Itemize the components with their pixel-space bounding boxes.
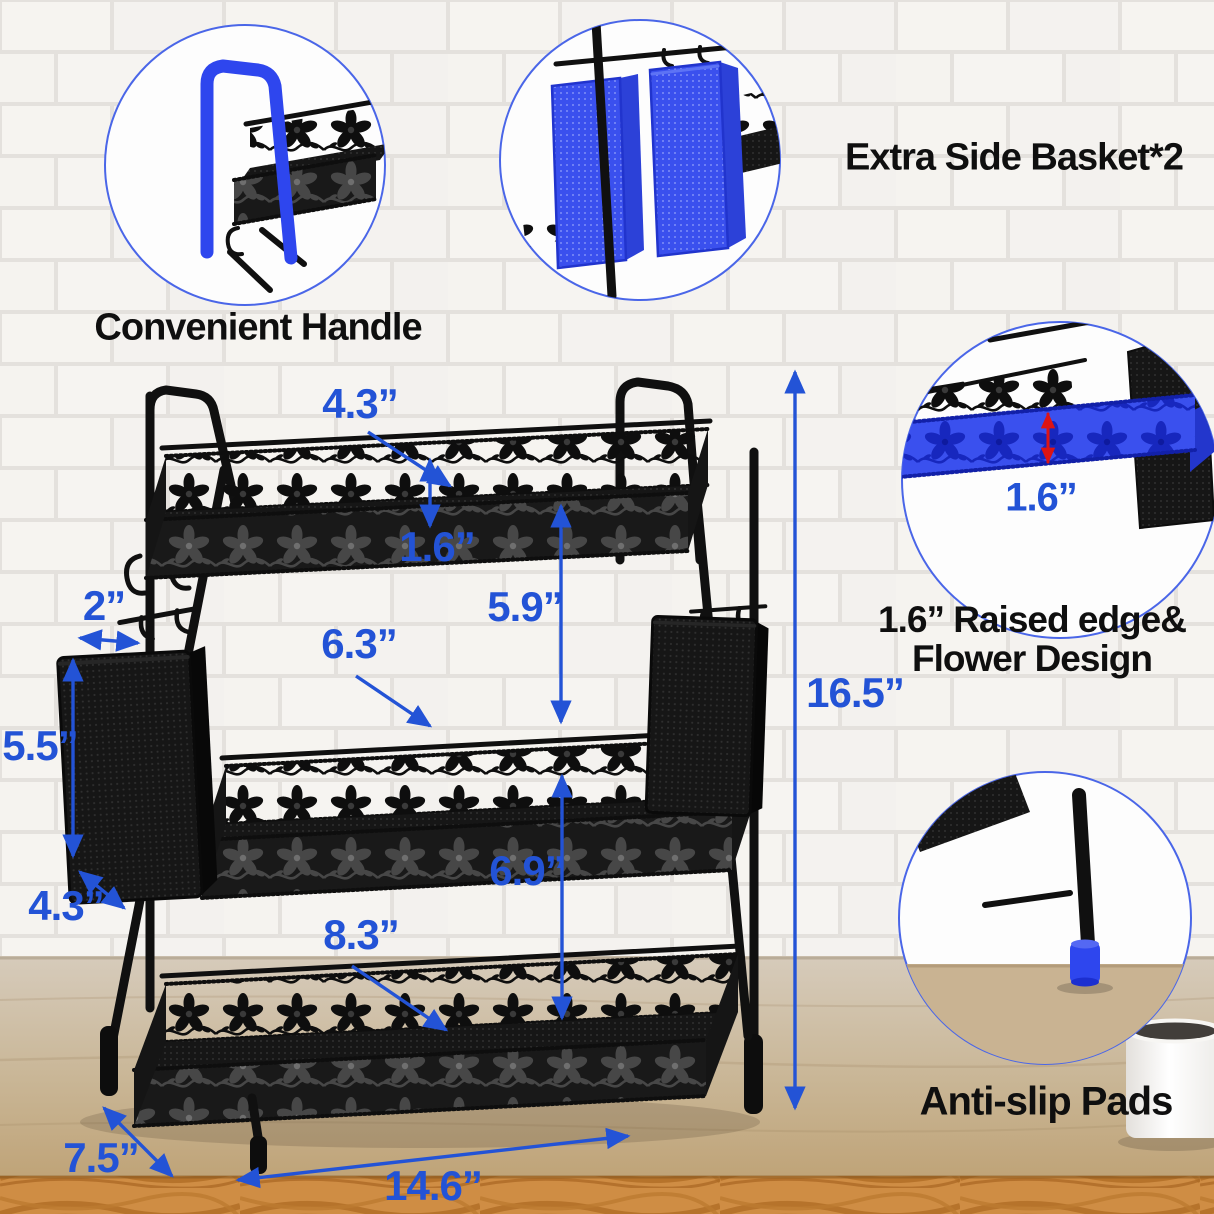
dim-raised-edge: 1.6” [1005,475,1078,520]
callout-raised-edge [901,321,1214,639]
dim-base-depth: 7.5” [63,1134,139,1181]
arrow-base-depth [102,1106,174,1178]
right-side-basket [644,604,769,818]
right-back-foot [744,1034,763,1114]
arrow-base-width [235,1127,631,1189]
arrow-basket-width [77,629,141,652]
right-handle [615,377,705,565]
caption-raised-edge-line1: 1.6” Raised edge& [878,599,1187,641]
spice-rack [56,377,769,1174]
hook-icon [124,553,148,596]
dim-base-width: 14.6” [384,1162,483,1209]
dim-top-shelf-depth: 4.3” [322,380,398,427]
arrow-bottom-shelf-depth [351,964,449,1032]
arrow-basket-depth [78,870,126,910]
front-foot [250,1136,267,1174]
highlighted-basket-right [648,60,730,258]
dim-total-height: 16.5” [806,669,905,716]
left-handle [145,385,253,565]
dim-gap-lower: 6.9” [489,847,565,894]
caption-extra-side-basket: Extra Side Basket*2 [845,136,1184,179]
dim-side-basket-height: 5.5” [2,722,78,769]
dim-top-edge-height: 1.6” [399,523,475,570]
highlighted-anti-slip-pad [1070,942,1100,984]
callout-side-baskets [499,19,781,301]
dimension-arrows [62,369,806,1189]
table-front-edge [0,1176,1214,1214]
caption-anti-slip: Anti-slip Pads [919,1079,1174,1124]
caption-raised-edge: 1.6” Raised edge& Flower Design [878,599,1187,679]
caption-raised-edge-line2: Flower Design [912,638,1153,679]
dim-side-basket-width: 2” [82,582,126,629]
highlighted-handle [200,59,298,265]
highlighted-basket-left [550,76,628,270]
callout-handle [104,24,386,306]
arrow-mid-shelf-depth [355,674,433,728]
caption-convenient-handle: Convenient Handle [94,306,422,349]
dim-mid-shelf-depth: 6.3” [321,620,397,667]
left-front-foot [100,1026,118,1096]
dim-gap-upper: 5.9” [487,583,563,630]
hook-icon [661,48,674,68]
dim-side-basket-depth: 4.3” [28,882,104,929]
hook-icon [138,615,155,642]
dim-bottom-shelf-depth: 8.3” [323,911,399,958]
hook-icon [174,608,191,635]
coffee-mug [1118,1018,1214,1151]
